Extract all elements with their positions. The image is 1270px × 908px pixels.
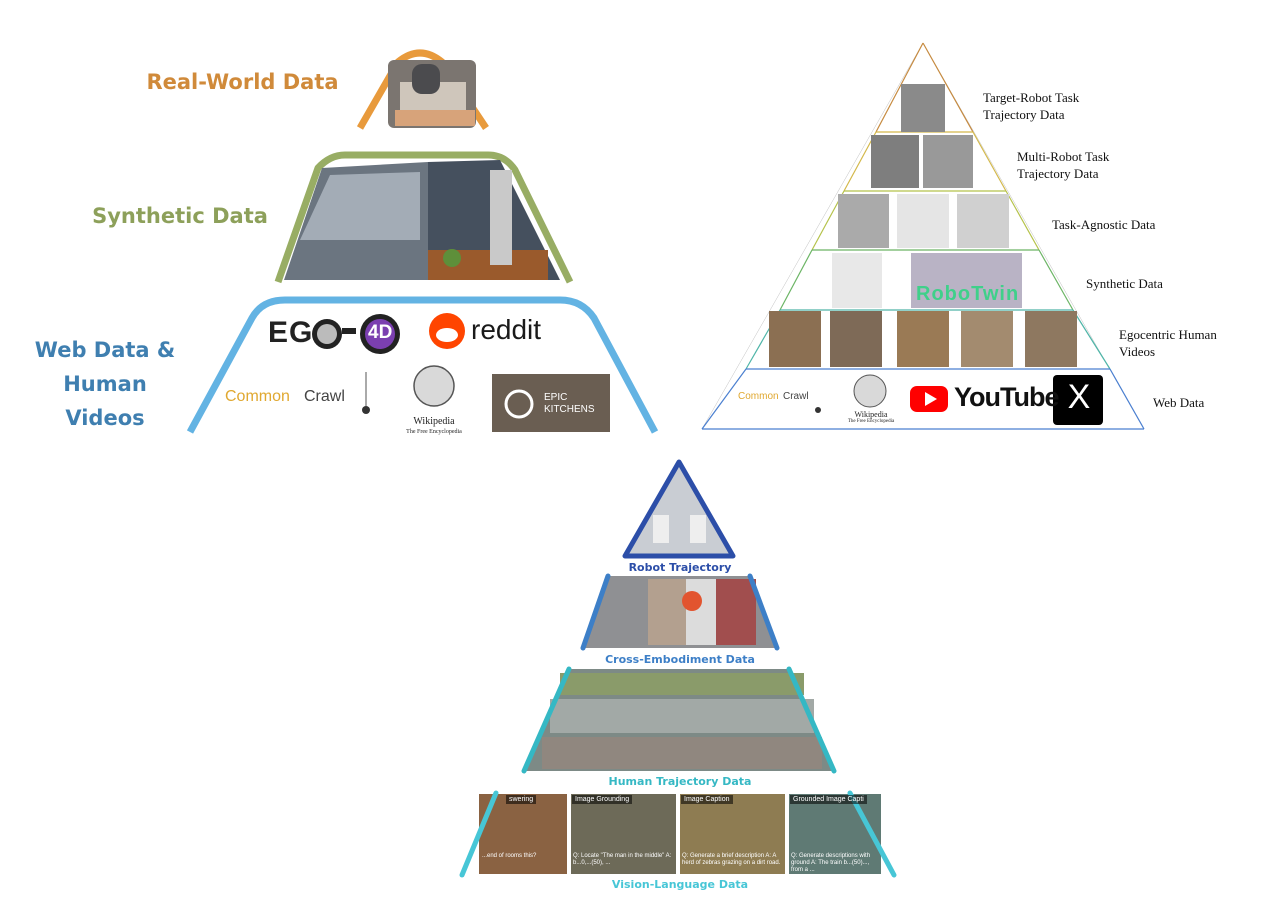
synthetic-photo-2 (911, 253, 1022, 308)
human-trajectory-right-edge (786, 666, 837, 774)
vl-caption-2: Q: Locate "The man in the middle" A: b..… (573, 853, 672, 866)
spider-icon (362, 406, 370, 414)
ego-video-5 (1025, 311, 1077, 367)
robot-trajectory-label: Robot Trajectory (628, 561, 732, 574)
synthetic-tier-outline (274, 151, 574, 284)
vl-tag-4: Grounded Image Capti (790, 795, 867, 804)
ego-video-3 (897, 311, 949, 367)
vl-photo-4 (789, 794, 881, 874)
real-world-data-label: Real-World Data (146, 70, 339, 94)
ego-video-2 (830, 311, 882, 367)
target-robot-photo (901, 84, 945, 132)
vl-left-edge (459, 790, 499, 878)
ego-video-1 (769, 311, 821, 367)
human-trajectory-left-edge (521, 666, 572, 774)
vl-right-edge (847, 790, 897, 878)
ego4d-4d-text: 4D (368, 322, 393, 343)
vision-language-label: Vision-Language Data (611, 878, 749, 891)
robotwin-logo-text: RoboTwin (916, 283, 1020, 305)
common-crawl-crawl-2: Crawl (783, 391, 809, 402)
task-agnostic-photo-3 (957, 194, 1009, 248)
synthetic-photo-1 (832, 253, 882, 308)
robot-trajectory-outline (622, 459, 736, 559)
epic-kitchens-text: EPIC KITCHENS (544, 392, 595, 415)
multi-robot-photo-1 (871, 135, 919, 188)
wikipedia-subtitle-2: The Free Encyclopedia (847, 419, 895, 424)
ego4d-logo-text: EG (268, 316, 314, 349)
reddit-logo-text: reddit (471, 314, 542, 345)
common-crawl-common-2: Common (738, 391, 779, 402)
task-agnostic-photo-1 (838, 194, 889, 248)
common-crawl-common: Common (225, 388, 290, 405)
spider-icon-2 (815, 407, 821, 413)
robot-head (412, 64, 440, 94)
wikipedia-name-2: Wikipedia (854, 410, 888, 419)
vl-photo-1 (479, 794, 567, 874)
youtube-logo-text: YouTube (954, 382, 1059, 412)
web-tier-outline (186, 296, 659, 434)
vl-tag-2: Image Grounding (572, 795, 633, 804)
synthetic-robot (490, 170, 512, 265)
wikipedia-globe-icon (413, 365, 455, 407)
web-data-label: Web Data & Human Videos (34, 338, 176, 430)
vl-caption-1: ...end of rooms this? (482, 853, 537, 859)
vl-caption-3: Q: Generate a brief description A: A her… (682, 853, 781, 866)
common-crawl-crawl: Crawl (304, 388, 345, 405)
cross-embodiment-label: Cross-Embodiment Data (605, 653, 755, 666)
vl-photo-2 (571, 794, 676, 874)
multi-robot-photo-2 (923, 135, 973, 188)
x-logo-text: X (1067, 378, 1091, 416)
panel3-pyramid (459, 459, 897, 878)
task-agnostic-photo-2 (897, 194, 949, 248)
x-logo-icon (1053, 375, 1103, 425)
wikipedia-subtitle: The Free Encyclopedia (406, 429, 462, 435)
robot-trajectory-photo (625, 462, 733, 556)
panel2-pyramid (701, 42, 1145, 430)
vl-caption-4: Q: Generate descriptions with ground A: … (791, 853, 871, 873)
vl-photo-3 (680, 794, 785, 874)
panel2-label-web: Web Data (1153, 395, 1205, 410)
panel1-pyramid (186, 49, 659, 434)
panel2-label-task-agnostic: Task-Agnostic Data (1052, 217, 1156, 232)
vl-tag-1: swering (506, 795, 537, 804)
human-trajectory-label: Human Trajectory Data (608, 775, 752, 788)
wikipedia-name: Wikipedia (413, 416, 455, 427)
vl-tag-3: Image Caption (681, 795, 733, 804)
cross-embodiment-right-edge (747, 573, 780, 651)
ego-video-4 (961, 311, 1013, 367)
epic-kitchens-logo (492, 374, 610, 432)
cross-embodiment-left-edge (580, 573, 611, 651)
synthetic-data-label: Synthetic Data (92, 204, 268, 228)
wikipedia-globe-icon-2 (853, 374, 887, 408)
panel2-label-synthetic: Synthetic Data (1086, 276, 1163, 291)
